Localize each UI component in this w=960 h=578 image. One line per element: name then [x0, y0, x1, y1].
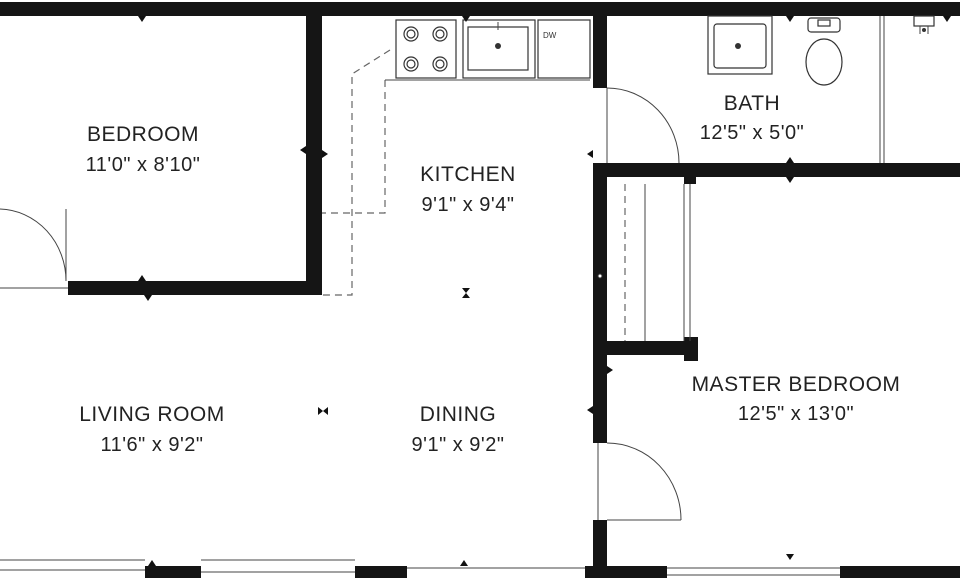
dimension-markers: [138, 16, 951, 566]
bedroom-right-wall: [306, 14, 322, 295]
bedroom-bottom-wall: [68, 281, 322, 295]
bath-bottom-wall: [593, 163, 960, 177]
closet-icon: [597, 184, 691, 341]
doors: [0, 87, 682, 521]
living-room-name: LIVING ROOM: [79, 403, 225, 426]
closet-corner: [684, 337, 698, 361]
stove-icon: [395, 19, 457, 79]
kitchen-counter: [322, 49, 590, 296]
room-living-room: LIVING ROOM 11'6" x 9'2": [79, 403, 225, 456]
living-room-dims: 11'6" x 9'2": [100, 434, 203, 456]
toilet-icon: [805, 17, 843, 86]
dining-name: DINING: [420, 403, 497, 426]
windows: [0, 287, 840, 576]
dishwasher-label: DW: [543, 31, 557, 40]
room-kitchen: KITCHEN 9'1" x 9'4": [420, 163, 516, 216]
center-wall-bottom: [593, 520, 607, 578]
bottom-wall-seg-3: [585, 566, 667, 578]
dishwasher-icon: DW: [537, 19, 591, 79]
closet-post: [684, 170, 696, 184]
room-bath: BATH 12'5" x 5'0": [700, 92, 805, 144]
kitchen-sink-icon: [462, 19, 536, 79]
kitchen-name: KITCHEN: [420, 163, 516, 186]
master-bedroom-name: MASTER BEDROOM: [692, 373, 901, 396]
top-exterior-wall: [0, 2, 960, 16]
dining-dims: 9'1" x 9'2": [412, 434, 505, 456]
bath-dims: 12'5" x 5'0": [700, 122, 805, 144]
bath-sink-icon: [707, 15, 773, 75]
bath-name: BATH: [724, 92, 780, 115]
bottom-wall-seg-2: [355, 566, 407, 578]
closet-bottom-wall: [607, 341, 698, 355]
bathtub-icon: [879, 15, 935, 163]
bedroom-dims: 11'0" x 8'10": [86, 154, 201, 176]
room-dining: DINING 9'1" x 9'2": [412, 403, 505, 456]
bottom-wall-seg-1: [145, 566, 201, 578]
bedroom-name: BEDROOM: [87, 123, 199, 146]
bedroom-door-swing: [0, 208, 67, 282]
room-master-bedroom: MASTER BEDROOM 12'5" x 13'0": [692, 373, 901, 425]
center-wall-upper: [593, 14, 607, 88]
master-bedroom-dims: 12'5" x 13'0": [738, 403, 854, 425]
room-bedroom: BEDROOM 11'0" x 8'10": [86, 123, 201, 176]
bottom-wall-seg-4: [840, 566, 960, 578]
master-door-swing: [606, 442, 682, 521]
kitchen-dims: 9'1" x 9'4": [422, 194, 515, 216]
bath-door-swing: [606, 87, 680, 164]
center-wall-lower: [593, 163, 607, 443]
